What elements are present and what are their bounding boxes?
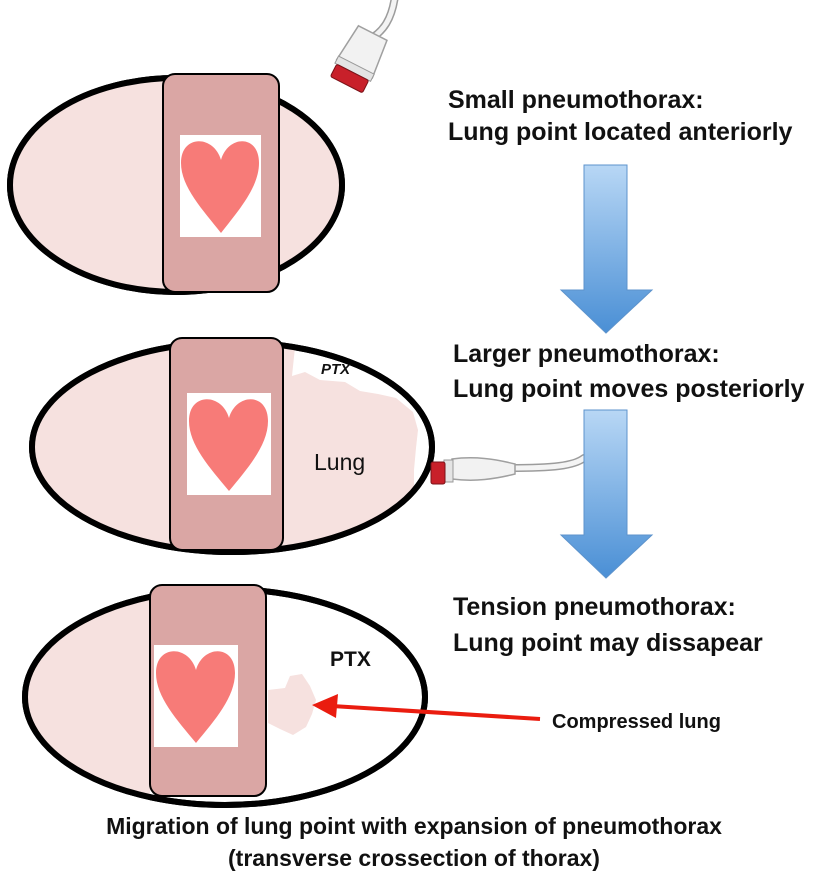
ultrasound-probe-icon (330, 0, 399, 93)
stage-1-heading-line1: Small pneumothorax: (448, 86, 704, 114)
heart-icon (156, 651, 235, 743)
lung-label: Lung (314, 449, 365, 475)
ptx-label: PTX (321, 361, 351, 378)
red-pointer-arrow-icon (312, 694, 541, 721)
stage-2-cross-section: PTX Lung (29, 337, 435, 555)
stage-2-heading: Larger pneumothorax: Lung point moves po… (453, 340, 805, 403)
down-arrow-icon (559, 409, 654, 579)
heart-icon (181, 141, 259, 233)
stage-3-heading-line2: Lung point may dissapear (453, 629, 763, 657)
stage-2-heading-line1: Larger pneumothorax: (453, 340, 720, 368)
heart-icon (189, 399, 268, 491)
ultrasound-probe-icon (430, 454, 588, 485)
stage-1-heading: Small pneumothorax: Lung point located a… (448, 86, 793, 146)
compressed-lung (268, 674, 316, 735)
down-arrow-icon (559, 164, 654, 334)
stage-3-heading-line1: Tension pneumothorax: (453, 593, 736, 621)
caption-line1: Migration of lung point with expansion o… (106, 813, 722, 839)
stage-1-cross-section (7, 73, 345, 295)
stage-1-heading-line2: Lung point located anteriorly (448, 118, 793, 146)
stage-3-cross-section: PTX (22, 584, 428, 808)
stage-2-heading-line2: Lung point moves posteriorly (453, 375, 805, 403)
compressed-lung-label: Compressed lung (552, 711, 721, 733)
figure-caption: Migration of lung point with expansion o… (106, 813, 722, 871)
caption-line2: (transverse crossection of thorax) (228, 845, 600, 871)
ptx-label: PTX (330, 648, 371, 671)
stage-3-heading: Tension pneumothorax: Lung point may dis… (453, 593, 763, 657)
